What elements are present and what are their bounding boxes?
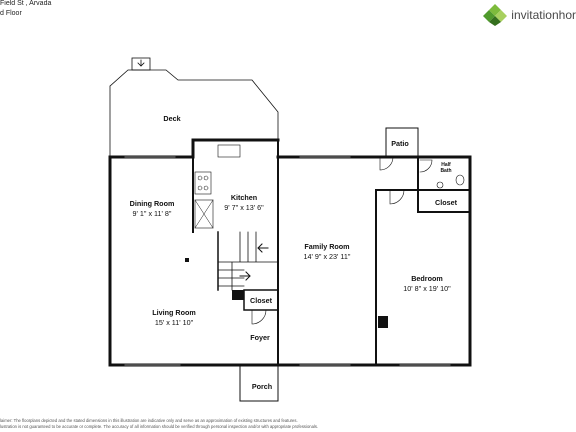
closet-box: [243, 289, 279, 311]
floor-label: d Floor: [0, 10, 22, 17]
brand-logo: invitationhor: [483, 4, 576, 26]
disclaimer: laimer: The floorplans depicted and the …: [0, 418, 440, 430]
brand-name: invitationhor: [511, 8, 576, 22]
bath-sink: [436, 181, 444, 189]
brand-diamond-icon: [483, 4, 508, 26]
living-room-label: Living Room: [152, 308, 196, 317]
porch-label: Porch: [252, 382, 272, 391]
dining-room-label: Dining Room: [130, 199, 175, 208]
half-bath-label-2: Bath: [440, 168, 451, 174]
toilet: [455, 174, 465, 186]
foyer-label: Foyer: [250, 333, 270, 342]
fridge: [194, 199, 214, 229]
living-room-size: 15' x 11' 10": [155, 318, 194, 327]
deck-outline: [109, 69, 279, 158]
bedroom-size: 10' 8" x 19' 10": [403, 284, 451, 293]
chimney: [131, 57, 151, 71]
kitchen-size: 9' 7" x 13' 6": [224, 203, 264, 212]
kitchen-label: Kitchen: [231, 193, 257, 202]
fireplace-block: [378, 316, 388, 328]
property-address: Field St , Arvada: [0, 0, 52, 7]
disclaimer-line-2: lustration is not guaranteed to be accur…: [0, 424, 319, 429]
porch-outline: [239, 364, 279, 402]
bedroom-closet-label: Closet: [435, 198, 458, 207]
deck-label: Deck: [163, 114, 180, 123]
kitchen-sink: [217, 144, 241, 158]
closet-label: Closet: [250, 296, 273, 305]
disclaimer-line-1: laimer: The floorplans depicted and the …: [0, 418, 298, 423]
bedroom-label: Bedroom: [411, 274, 443, 283]
family-room-size: 14' 9" x 23' 11": [304, 252, 351, 261]
stove: [194, 171, 212, 195]
half-bath-label-1: Half: [441, 162, 451, 168]
stairs: [217, 231, 279, 291]
family-room-label: Family Room: [304, 242, 349, 251]
dining-room-size: 9' 1" x 11' 8": [133, 209, 172, 218]
patio-label: Patio: [391, 139, 409, 148]
patio-outline: [385, 127, 419, 158]
half-bath-walls: [417, 156, 471, 213]
